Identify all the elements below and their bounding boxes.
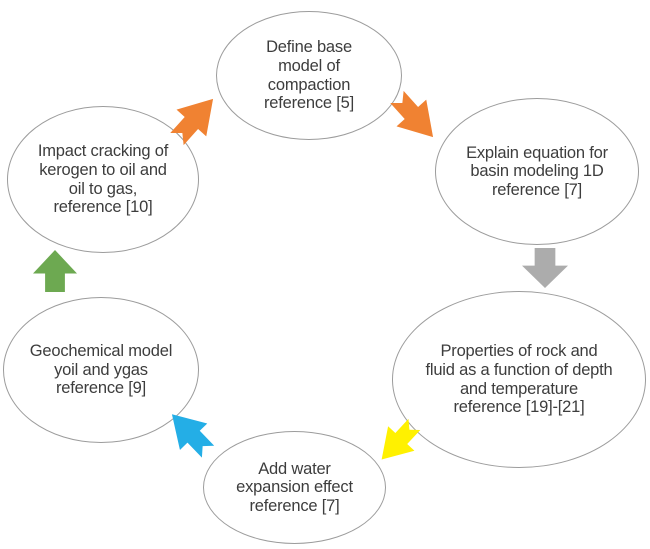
node-geochemical-model-label: Geochemical model yoil and ygas referenc…: [29, 342, 173, 398]
node-impact-cracking-label: Impact cracking of kerogen to oil and oi…: [37, 142, 169, 217]
node-explain-equation: Explain equation for basin modeling 1D r…: [435, 98, 639, 245]
arrow-shape: [33, 250, 77, 292]
node-add-water-expansion-label: Add water expansion effect reference [7]: [236, 459, 353, 515]
gray-arrow-down-icon: [522, 248, 568, 288]
arrow-shape: [381, 418, 421, 460]
node-add-water-expansion: Add water expansion effect reference [7]: [203, 431, 386, 544]
arrow-shape: [522, 248, 568, 288]
arrow-shape: [390, 90, 434, 138]
node-properties-rock-fluid-label: Properties of rock and fluid as a functi…: [425, 342, 613, 417]
node-properties-rock-fluid: Properties of rock and fluid as a functi…: [392, 291, 646, 468]
orange-arrow-down-right-icon: [390, 90, 434, 138]
node-define-base-model: Define base model of compaction referenc…: [216, 11, 402, 140]
node-define-base-model-label: Define base model of compaction referenc…: [263, 38, 355, 113]
arrow-shape: [170, 98, 214, 146]
blue-arrow-up-left-icon: [171, 414, 215, 458]
node-impact-cracking: Impact cracking of kerogen to oil and oi…: [7, 106, 199, 253]
node-explain-equation-label: Explain equation for basin modeling 1D r…: [466, 143, 608, 199]
green-arrow-up-icon: [33, 250, 77, 292]
node-geochemical-model: Geochemical model yoil and ygas referenc…: [3, 297, 199, 443]
orange-arrow-up-right-icon: [170, 98, 214, 146]
yellow-arrow-down-left-icon: [381, 418, 421, 460]
arrow-shape: [171, 414, 215, 458]
